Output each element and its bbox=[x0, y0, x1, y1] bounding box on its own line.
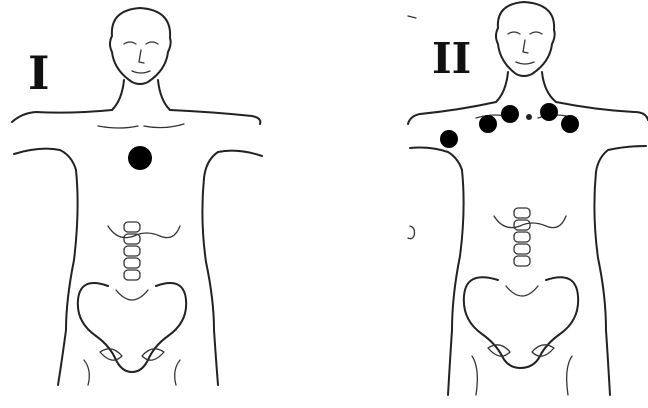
electrode-marker bbox=[540, 103, 558, 121]
electrode-marker bbox=[128, 146, 152, 170]
panel-label-2: II bbox=[432, 38, 471, 80]
figure-2-margin-mark bbox=[408, 226, 415, 239]
figure-2-pelvis bbox=[464, 277, 578, 368]
figure-1-pelvis bbox=[78, 283, 186, 372]
figure-2-top-mark bbox=[408, 16, 416, 18]
electrode-marker bbox=[561, 115, 579, 133]
figure-2-pelvis-inner bbox=[472, 286, 572, 395]
electrode-marker bbox=[440, 130, 458, 148]
figure-2-spine bbox=[514, 208, 530, 266]
figure-1-spine bbox=[124, 222, 140, 280]
figure-1-face bbox=[124, 42, 158, 73]
figure-1-torso bbox=[58, 170, 218, 385]
figure-1-clavicles bbox=[98, 124, 184, 128]
electrode-marker bbox=[479, 115, 497, 133]
figure-1-ribcage bbox=[108, 226, 180, 238]
figure-2-torso bbox=[448, 170, 610, 395]
electrode-marker bbox=[501, 105, 519, 123]
sternal-notch-dot bbox=[526, 114, 532, 120]
panel-label-1: I bbox=[28, 50, 50, 96]
figure-2-head bbox=[496, 2, 555, 76]
figure-2-face bbox=[508, 32, 542, 64]
